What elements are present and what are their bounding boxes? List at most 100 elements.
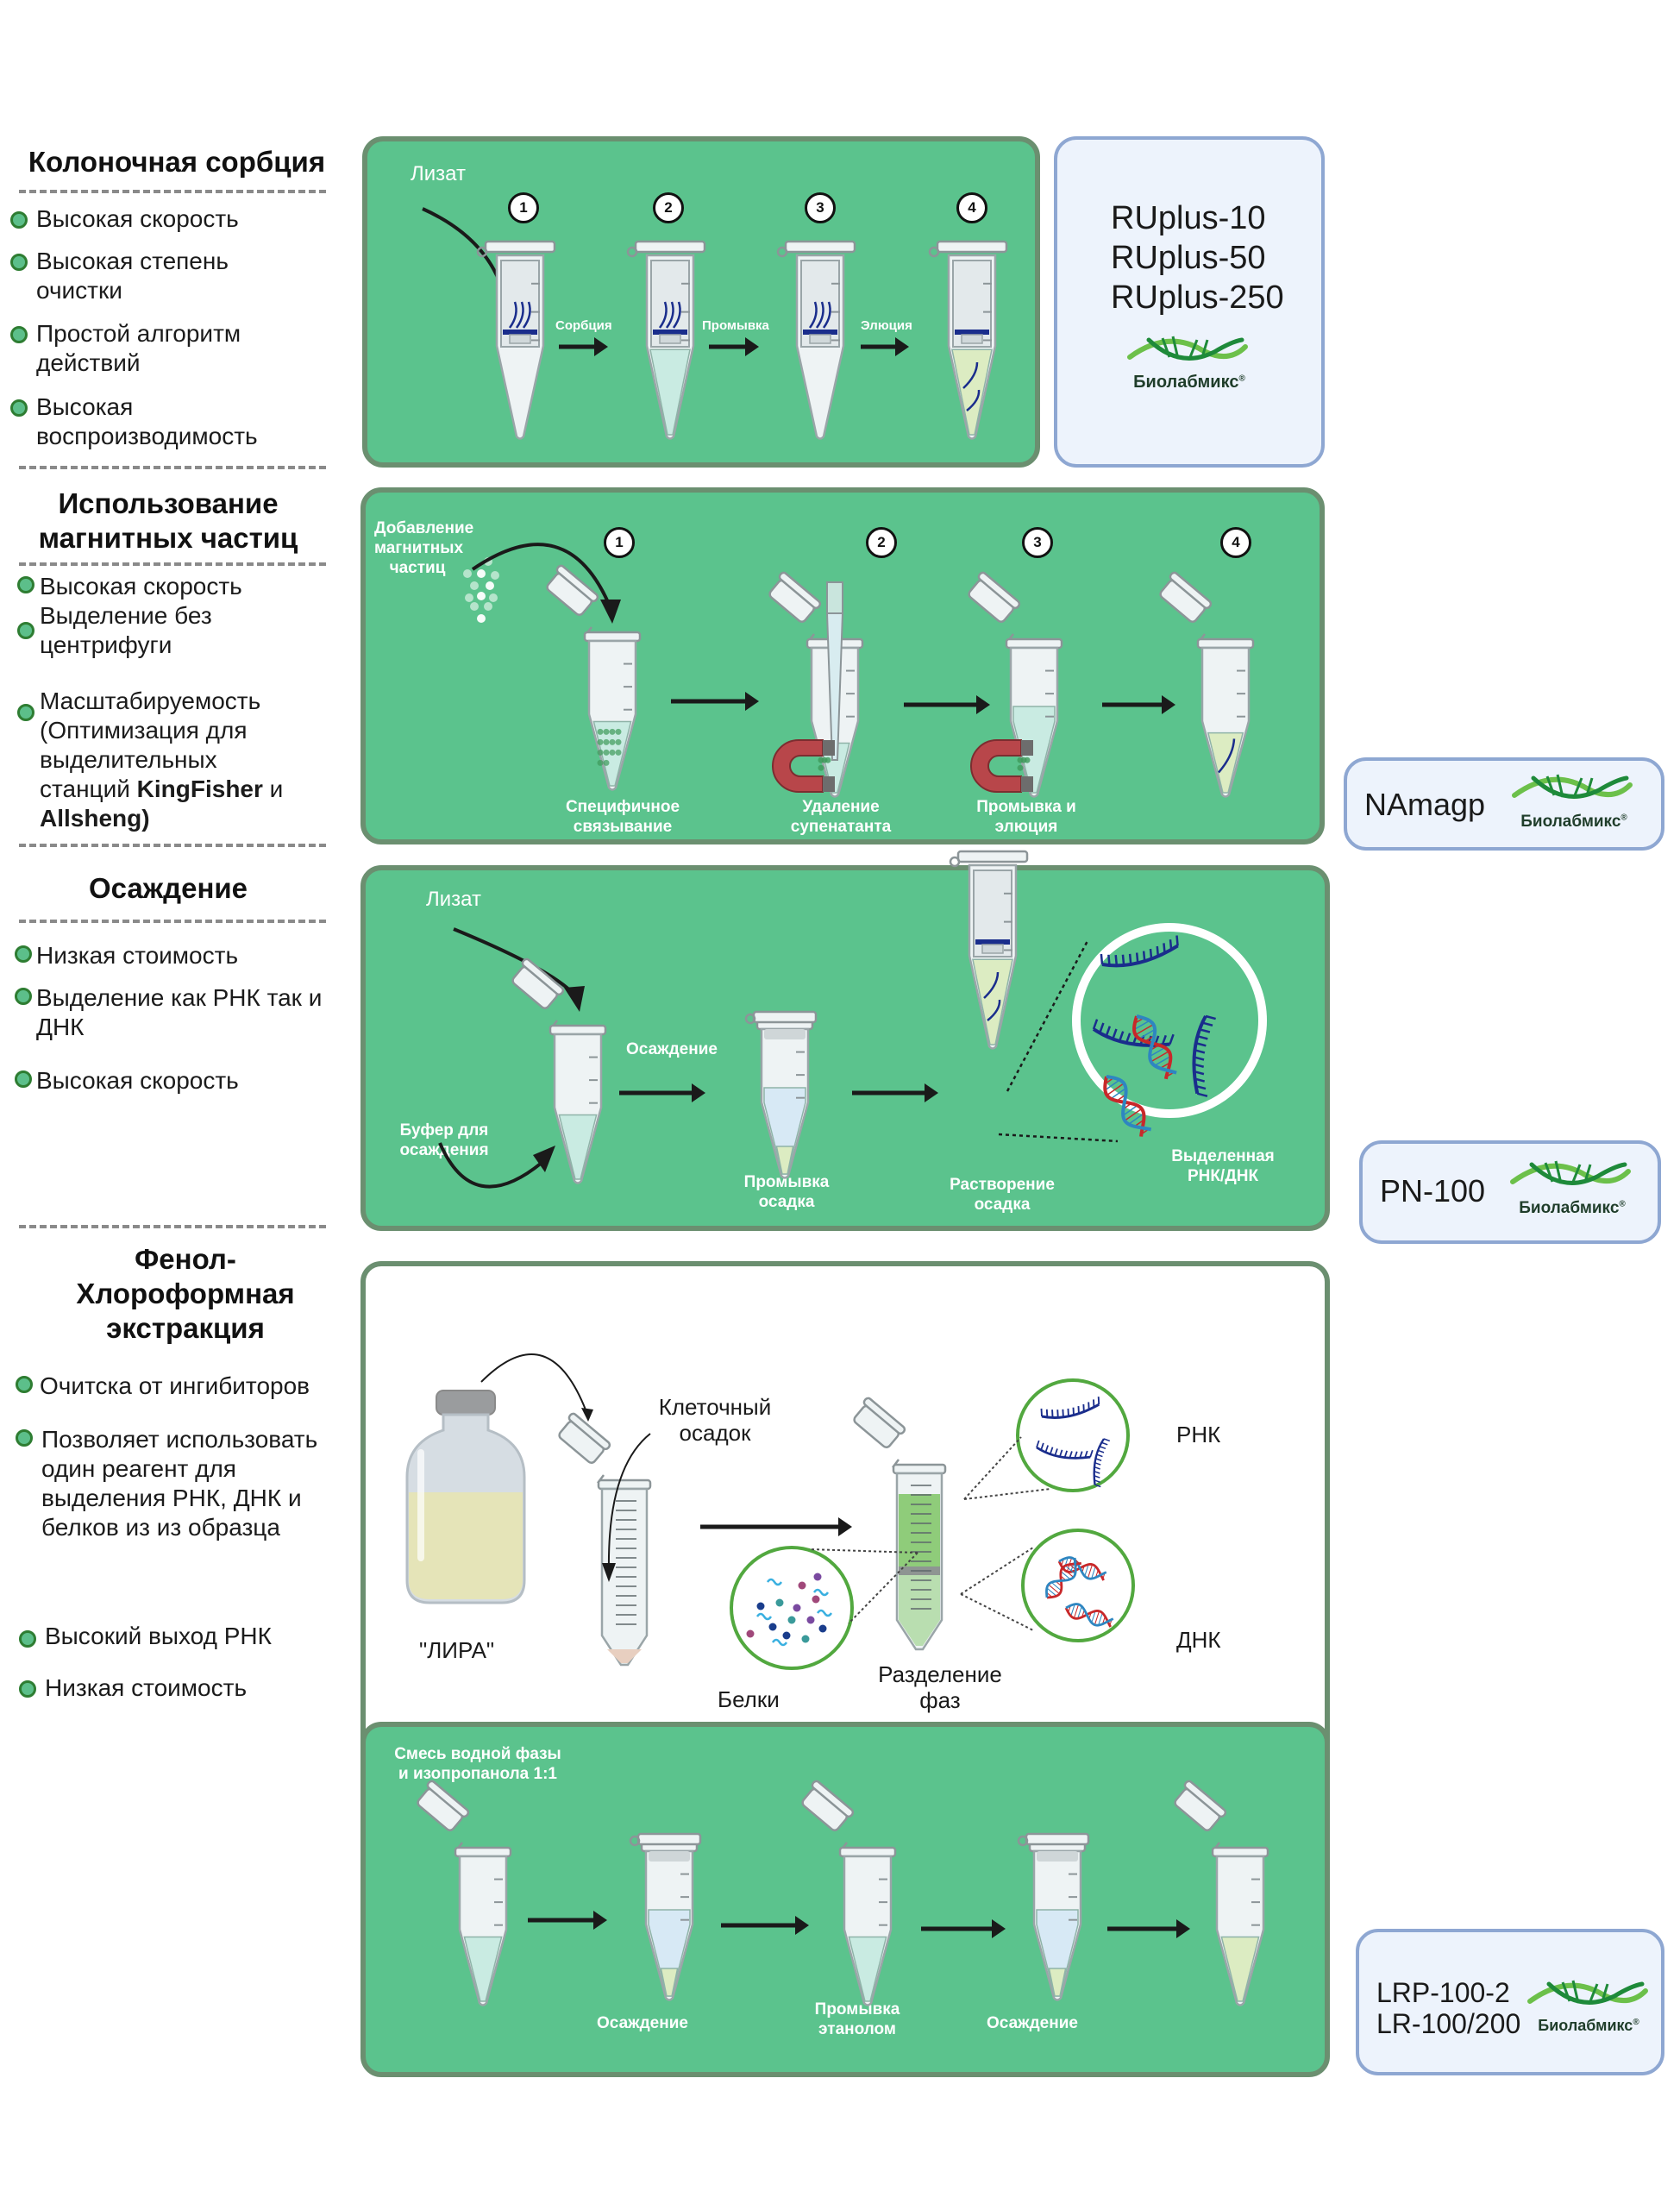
curved-arrow-icon [422,207,507,301]
subpanel-title: Смесь водной фазы и изопропанола 1:1 [394,1745,561,1783]
step-badge: 4 [956,192,987,223]
rna-strand-icon [1036,1440,1094,1460]
falcon-tube-icon [558,1412,652,1667]
product-card-pn100[interactable]: PN-100 Биолабмикс® [1359,1140,1661,1244]
dna-helix-icon [1103,1075,1152,1137]
registered-mark: ® [1238,374,1245,384]
divider [19,1225,326,1228]
tube-body [553,1033,603,1184]
liquid [649,348,691,436]
tube-lid-icon [1159,571,1213,624]
precipitation-panel: Лизат Буфер для осаждения Осаждение Пром… [360,850,1330,1231]
divider [19,190,326,193]
arrow-label-elution: Элюция [861,318,912,333]
microtube-icon [1017,1832,1090,2001]
bullet-dot-icon [16,1376,33,1393]
spin-column-tube-icon [928,240,1008,440]
zoom-pointer-line [1006,939,1090,1092]
bullet-dot-icon [17,622,34,639]
step-label-precipitation: Осаждение [597,2014,688,2032]
silica-membrane [653,330,687,335]
arrow-label-precipitation: Осаждение [626,1040,718,1058]
process-arrow-icon [852,1083,938,1102]
tube-lid-icon [801,1780,855,1832]
silica-membrane [955,330,989,335]
cell-pellet [607,1649,642,1663]
bullet-dot-icon [10,254,28,271]
bullet-dot-icon [19,1630,36,1648]
tube-lid-icon [558,1412,611,1465]
zoom-pointer-line [848,1552,918,1624]
step-label-wash-pellet: Промывка осадка [743,1173,830,1211]
tube-lid-icon [417,1780,470,1832]
dna-label: ДНК [1176,1627,1221,1653]
divider [19,562,326,566]
tube-lid-icon [1174,1780,1227,1832]
protein-dot [787,1616,796,1624]
magnetic-particles-panel: Добавление магнитных частиц 1 2 3 4 Спец… [360,487,1325,844]
step-label-supernatant: Удаление супенатанта [790,798,892,836]
bead [477,569,486,578]
biolabmix-logo: Биолабмикс® [1125,331,1254,400]
arrowhead-icon [581,1408,593,1422]
bead [477,614,486,623]
section-title-column-sorption: Колоночная сорбция [28,146,326,178]
bullet-dot-icon [19,1680,36,1698]
dna-helix-icon [1045,1557,1081,1599]
step-badge: 3 [1022,527,1053,558]
bullet-item: Очитска от ингибиторов [10,1372,355,1401]
registered-mark: ® [1633,2018,1639,2027]
section-title-precipitation: Осаждение [88,872,248,904]
product-card-ruplus[interactable]: RUplus-10 RUplus-50 RUplus-250 Биолабмик… [1054,136,1325,468]
process-arrow-icon [904,695,990,714]
process-arrow-icon [861,337,909,356]
rna-strand-icon [1192,1014,1216,1097]
bullet-item: Высокая скорость [10,1066,355,1096]
biolabmix-logo: Биолабмикс® [1508,1156,1637,1225]
precipitation-illustration [438,850,1267,1189]
tube-body [458,1855,508,2006]
product-name: RUplus-10 [1111,200,1266,236]
rna-strand-icon [1093,1438,1111,1488]
bullet-item: Выделение без центрифуги [10,601,235,660]
rna-strand-icon [1040,1397,1100,1419]
product-card-namagp[interactable]: NAmagp Биолабмикс® [1344,757,1664,851]
dna-logo-icon [1127,336,1248,361]
protein-dot [746,1629,755,1638]
product-name: LRP-100-2 [1376,1977,1510,2008]
microtube-icon [801,1780,897,2006]
product-name: RUplus-250 [1111,279,1284,316]
bead [470,602,479,611]
section-title-phenol-chloroform: Фенол-Хлороформная экстракция [76,1243,295,1344]
bullet-dot-icon [10,211,28,229]
spin-column-tube-icon [776,240,856,440]
biolabmix-logo: Биолабмикс® [1525,1975,1652,2044]
brand-name: Биолабмикс® [1133,373,1245,392]
magnet-icon [772,739,835,793]
reagent-bottle-icon [405,1390,526,1604]
step-badge: 1 [508,192,539,223]
protein-dot [798,1581,806,1590]
bullet-item: Высокая скорость [10,204,355,234]
lysate-label: Лизат [426,888,481,911]
bullet-dot-icon [10,326,28,343]
proteins-label: Белки [718,1686,780,1712]
magnetic-illustration [463,543,1255,798]
tube-body [843,1855,893,2006]
column-sorption-panel: Лизат 1 2 3 4 Сорбция Промывка Элюция [362,136,1040,468]
process-arrow-icon [559,337,608,356]
product-card-lrp[interactable]: LRP-100-2 LR-100/200 Биолабмикс® [1356,1929,1664,2075]
dna-logo-icon [1510,1160,1631,1185]
liquid [558,1114,598,1180]
liquid [660,1968,679,1997]
protein-dot [782,1631,791,1640]
lysate-label: Лизат [411,162,466,185]
protein-dot [813,1573,822,1581]
product-name: LR-100/200 [1376,2008,1521,2039]
zoom-pointer-line [998,1133,1119,1143]
process-arrow-icon [671,692,759,711]
bullet-item: Позволяет использовать один реагент для … [10,1425,329,1542]
add-particles-label: Добавление магнитных частиц [374,519,474,577]
dna-helix-icon [1132,1014,1177,1080]
tube-lid-icon [853,1397,906,1449]
